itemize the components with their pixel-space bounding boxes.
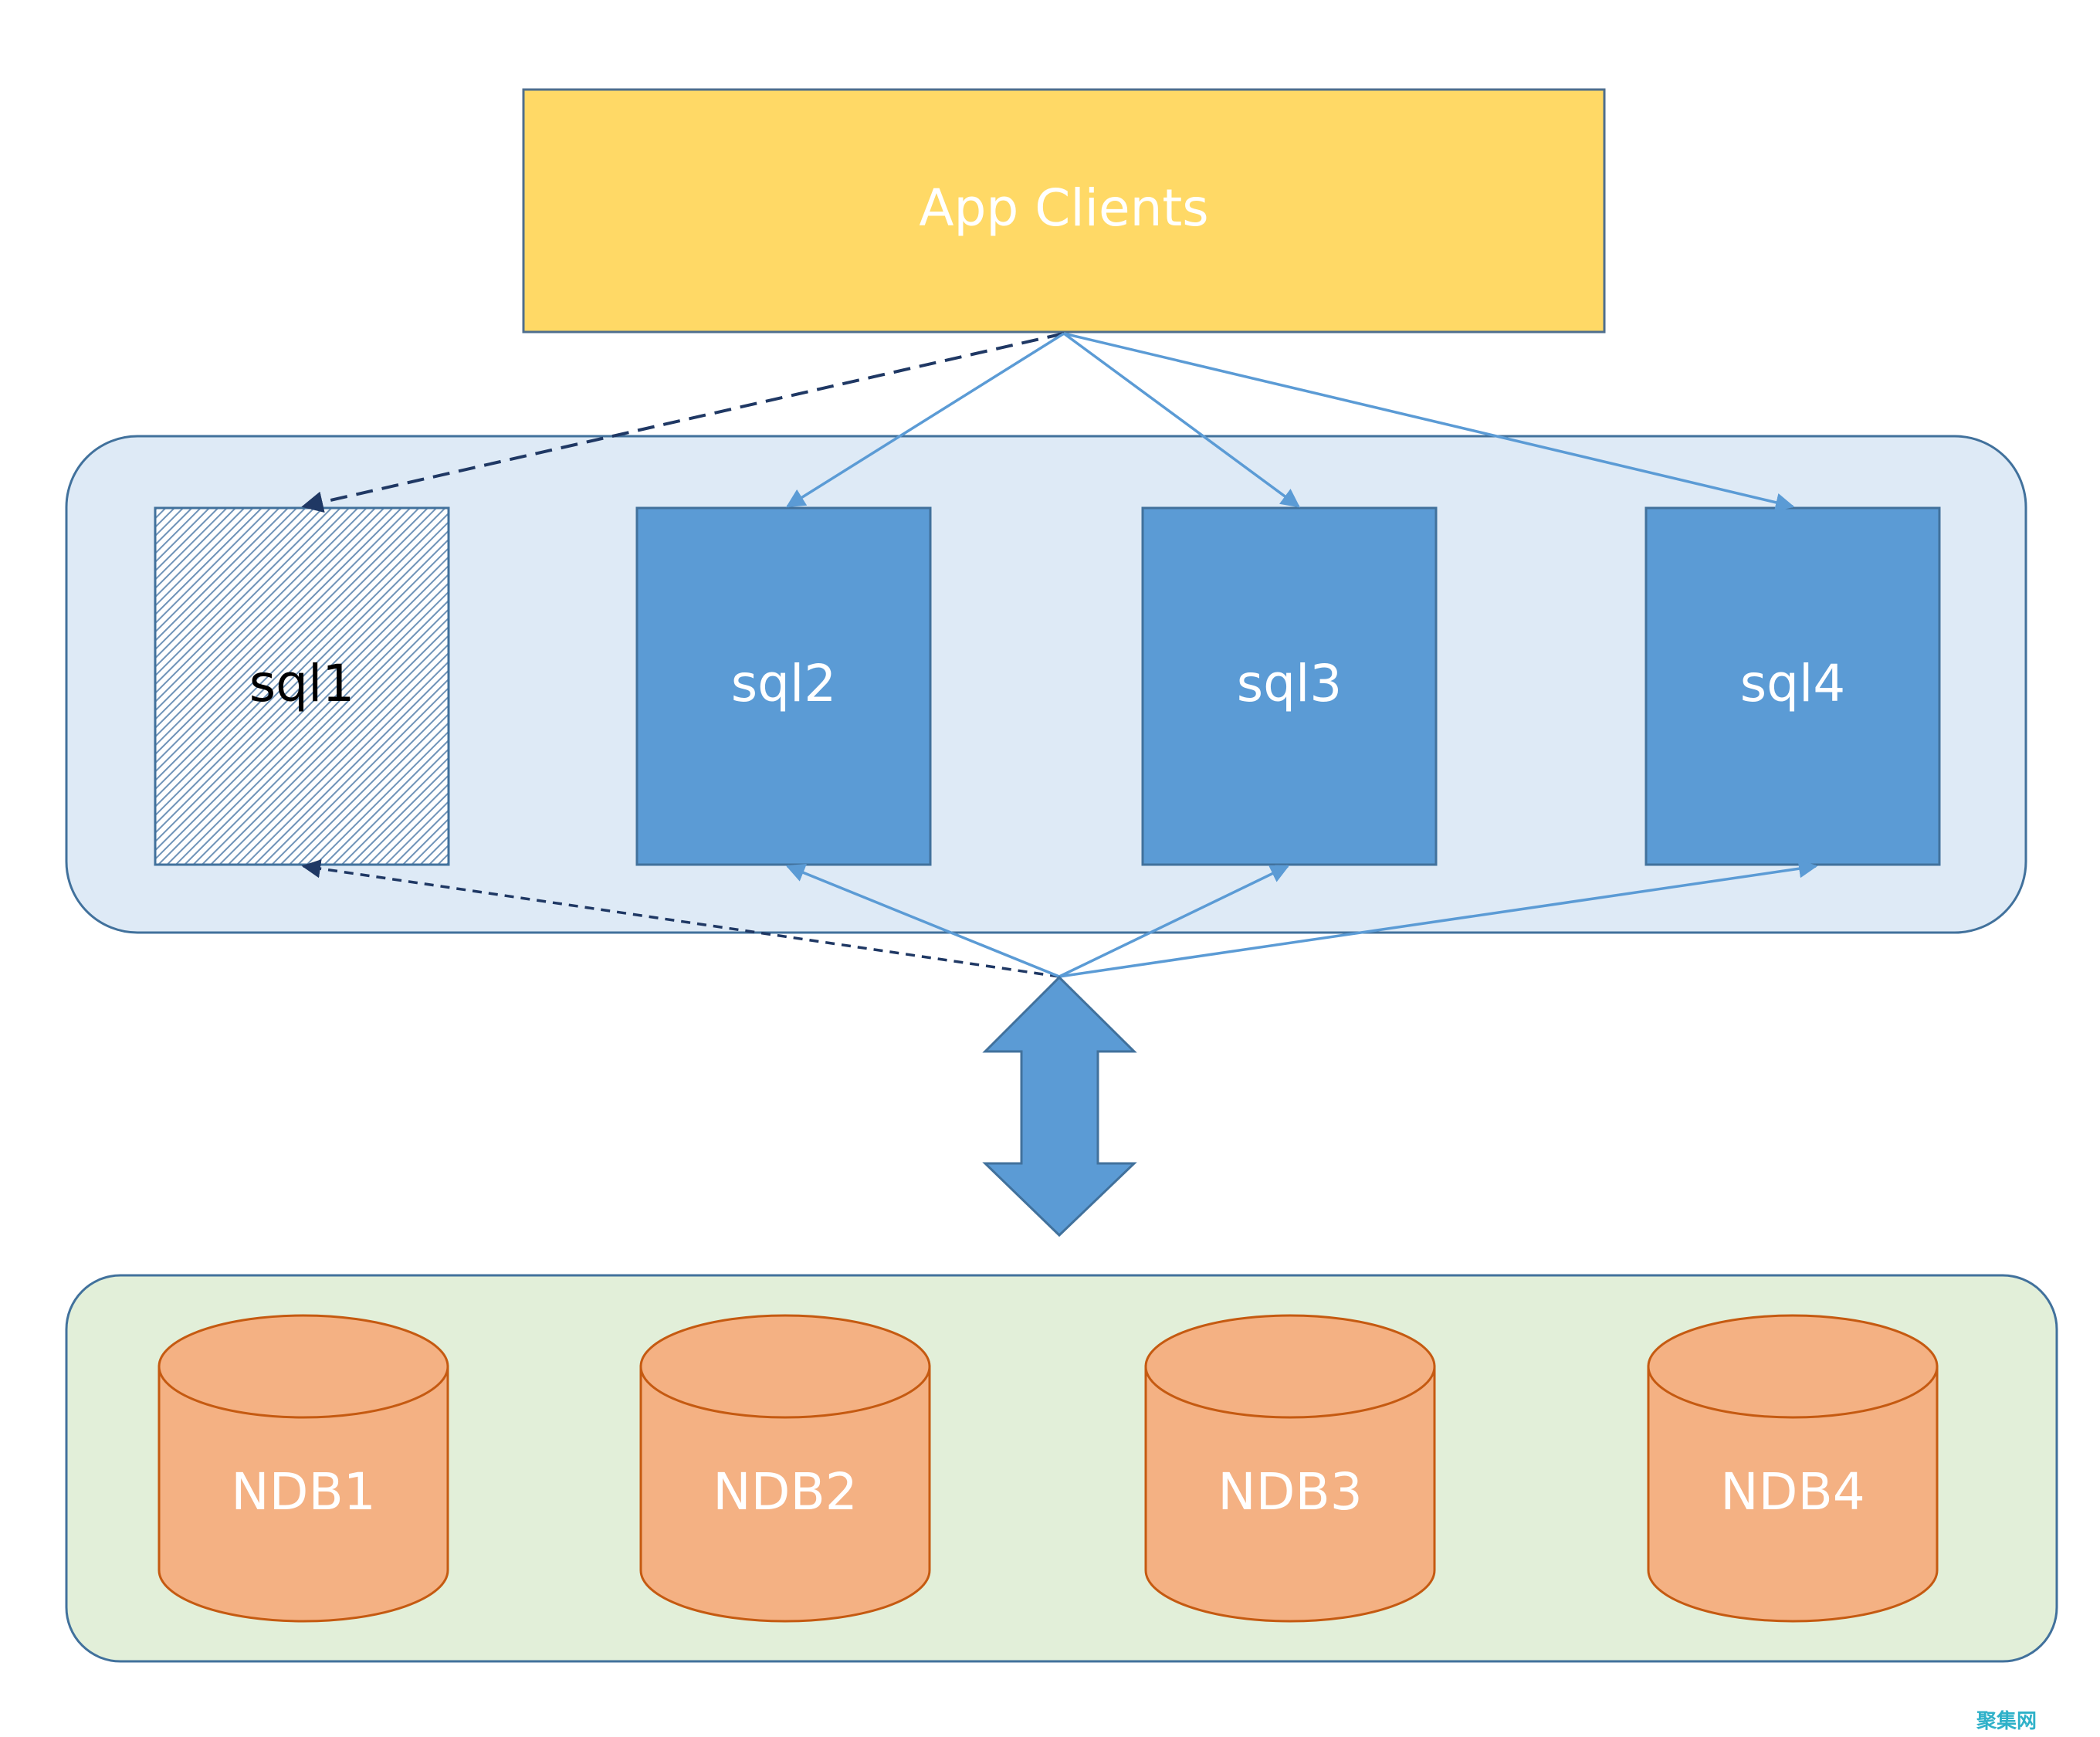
- app-clients-box: [522, 88, 1606, 334]
- ndb2-cylinder-top: [639, 1314, 931, 1419]
- ndb1-label: NDB1: [231, 1462, 375, 1522]
- client-to-sql4-connector: [1063, 332, 1795, 512]
- ndb2-label: NDB2: [713, 1462, 857, 1522]
- watermark: 聚集网: [1976, 1709, 2037, 1733]
- app-clients-label: App Clients: [919, 178, 1208, 238]
- sql-ndb-bidirectional-arrow: [982, 975, 1137, 1238]
- sql1-label: sql1: [249, 654, 355, 713]
- ndb-node-ndb3: NDB3: [1144, 1314, 1436, 1623]
- hub-to-sql4-connector: [1058, 859, 1818, 978]
- hub-to-sql2-connector: [785, 863, 1060, 978]
- ndb4-cylinder-body: [1647, 1365, 1939, 1623]
- ndb2-cylinder-body: [639, 1365, 931, 1623]
- sql3-label: sql3: [1237, 654, 1343, 713]
- sql3-box: [1141, 506, 1438, 866]
- sql-node-sql2: sql2: [635, 506, 932, 866]
- sql4-box: [1644, 506, 1941, 866]
- sql-node-sql4: sql4: [1644, 506, 1941, 866]
- hub-to-sql1-connector: [301, 859, 1060, 978]
- ndb-node-group: [65, 1274, 2058, 1663]
- ndb-node-ndb4: NDB4: [1647, 1314, 1939, 1623]
- client-to-sql3-connector: [1062, 332, 1300, 508]
- sql-node-sql1: sql1: [154, 506, 450, 866]
- ndb-node-ndb1: NDB1: [158, 1314, 449, 1623]
- app-clients-node: App Clients: [522, 88, 1606, 334]
- client-to-sql2-connector: [785, 332, 1065, 508]
- ndb-node-ndb2: NDB2: [639, 1314, 931, 1623]
- ndb4-cylinder-top: [1647, 1314, 1939, 1419]
- sql-node-group: [65, 435, 2027, 934]
- ndb1-cylinder-top: [158, 1314, 449, 1419]
- sql-node-sql3: sql3: [1141, 506, 1438, 866]
- ndb1-cylinder-body: [158, 1365, 449, 1623]
- hub-to-sql3-connector: [1058, 865, 1290, 978]
- ndb3-label: NDB3: [1218, 1462, 1362, 1522]
- sql4-label: sql4: [1740, 654, 1846, 713]
- sql2-box: [635, 506, 932, 866]
- ndb3-cylinder-top: [1144, 1314, 1436, 1419]
- sql2-label: sql2: [731, 654, 837, 713]
- ndb4-label: NDB4: [1720, 1462, 1865, 1522]
- ndb3-cylinder-body: [1144, 1365, 1436, 1623]
